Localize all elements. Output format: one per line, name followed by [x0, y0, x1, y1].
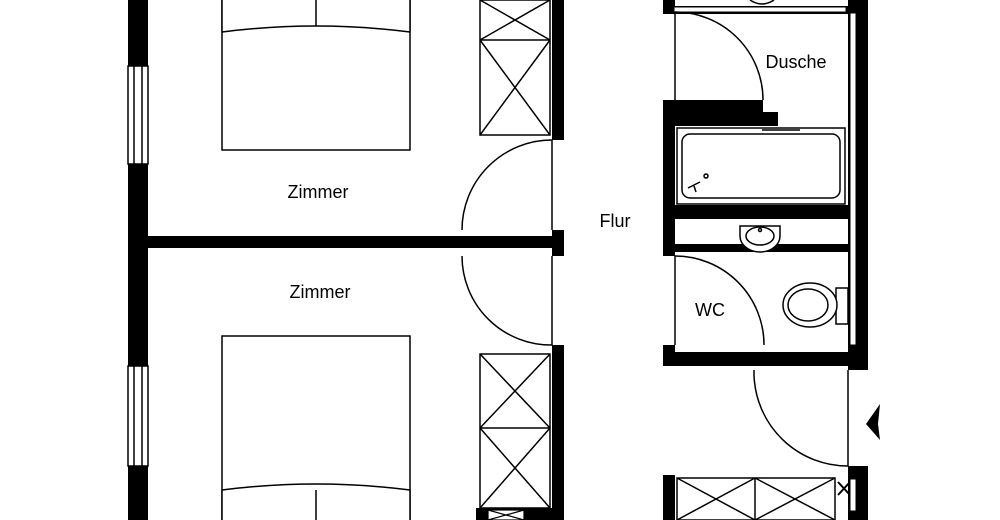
room-label-hallway: Flur [600, 211, 631, 231]
corridor-left-wall-bottom [552, 345, 564, 520]
wardrobe-top [479, 0, 551, 136]
storage-left-wall [663, 475, 675, 520]
window-bottom [127, 365, 149, 467]
closet-small [487, 509, 525, 520]
door-bedroom-top [461, 139, 553, 231]
shower-bottom-wall [663, 100, 763, 112]
right-wall-lower-detail [837, 481, 851, 496]
doors [461, 11, 849, 467]
wc-bottom-wall [663, 352, 868, 366]
wall-details [674, 7, 856, 511]
bathtub [676, 127, 846, 205]
bed-bottom [221, 335, 411, 520]
entrance-arrow-icon [866, 404, 880, 440]
bath-top-wall-notch [674, 7, 846, 12]
left-exterior-wall-mid [128, 164, 148, 366]
door-shower [674, 11, 764, 101]
room-label-wc: WC [695, 300, 725, 320]
windows [127, 65, 149, 467]
bathtub-top-wall [663, 112, 778, 126]
right-wall-lower-stripe [850, 479, 856, 511]
shower-fixture-top [749, 0, 775, 5]
bathtub-bottom-wall [663, 205, 851, 219]
toilet [782, 282, 849, 328]
wardrobe-storage [676, 477, 836, 520]
right-wall-lower-cross [837, 481, 851, 496]
door-bedroom-bottom [461, 255, 553, 346]
corridor-left-wall-top [552, 0, 564, 140]
room-label-bedroom-top: Zimmer [288, 182, 349, 202]
door-entrance [753, 370, 849, 467]
bedroom-divider-wall [148, 236, 554, 248]
wardrobes [479, 0, 836, 520]
door-wc [674, 255, 765, 346]
room-label-shower: Dusche [765, 52, 826, 72]
right-wall-inner-stripe [850, 13, 856, 345]
room-label-bedroom-bottom: Zimmer [290, 282, 351, 302]
beds [221, 0, 411, 520]
left-exterior-wall-bottom [128, 466, 148, 520]
bed-top [221, 0, 411, 151]
bedroom-divider-jamb [552, 230, 564, 256]
wardrobe-bottom [479, 353, 551, 509]
fixtures [676, 0, 849, 328]
sink [739, 225, 781, 253]
window-top [127, 65, 149, 165]
left-exterior-wall-top [128, 0, 148, 66]
